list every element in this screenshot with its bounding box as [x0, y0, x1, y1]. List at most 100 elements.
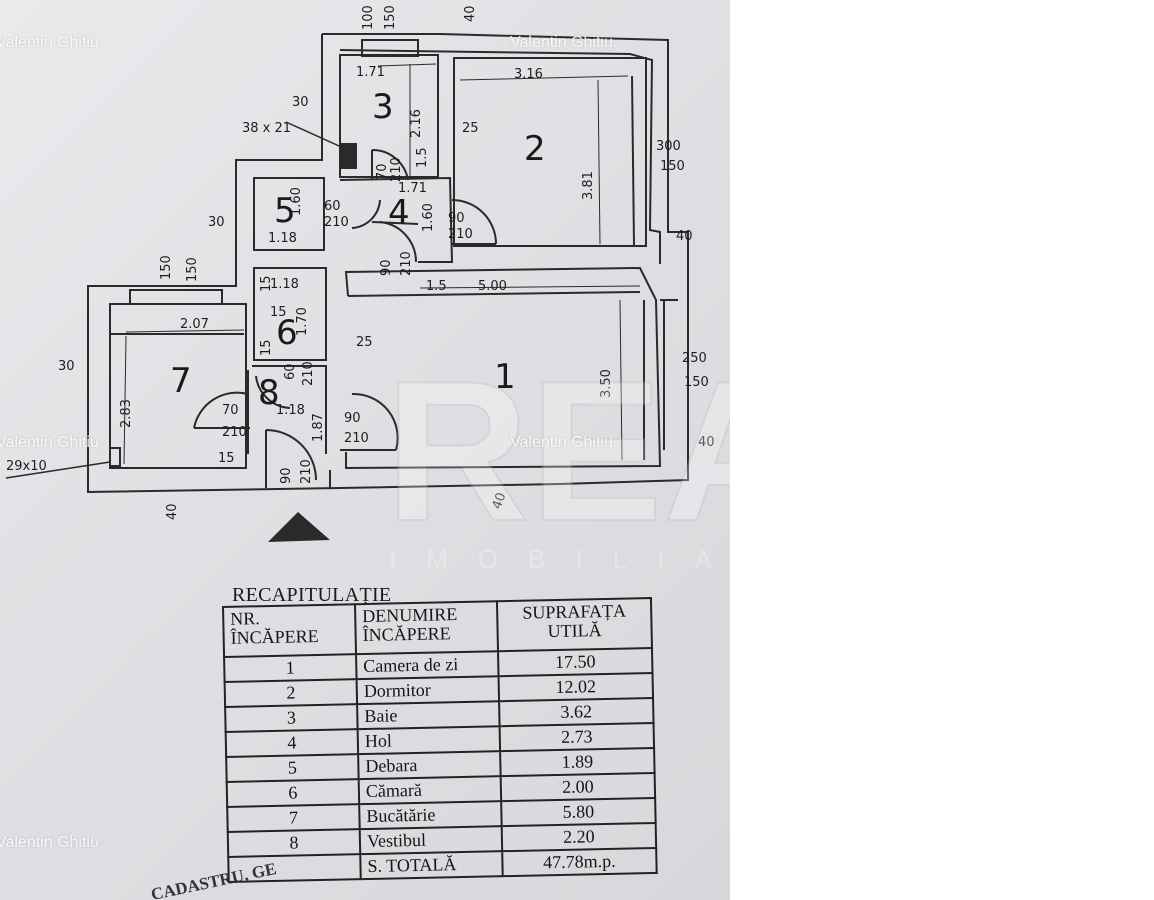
dim-label: 60	[283, 363, 298, 380]
dim-label: 210	[399, 251, 414, 276]
dim-label: 150	[383, 5, 398, 30]
dim-label: 1.71	[398, 181, 427, 196]
cell-room-number: 4	[225, 729, 359, 757]
dim-label: 38 x 21	[242, 121, 291, 136]
cell-area: 2.00	[500, 772, 656, 802]
dim-label: 30	[292, 95, 309, 110]
cell-room-name: Vestibul	[359, 826, 503, 855]
dim-label: 210	[222, 425, 247, 440]
dim-label: 1.5	[415, 147, 430, 168]
floor-plan-drawing: 3 2 4 5 6 7 8 1 100 150 40 1.71 3.16 30 …	[5, 5, 715, 542]
dim-label: 25	[462, 121, 479, 136]
dim-label: 1.60	[289, 187, 304, 216]
watermark-text: Valentin Ghitiu	[0, 834, 99, 851]
dim-label: 15	[270, 305, 287, 320]
dim-label: 5.00	[478, 279, 507, 294]
dim-label: 1.18	[270, 277, 299, 292]
cell-area: 2.20	[501, 822, 657, 852]
dim-label: 25	[356, 335, 373, 350]
dim-label: 1.5	[426, 279, 447, 294]
dim-label: 90	[279, 467, 294, 484]
cell-room-number: 3	[225, 704, 358, 732]
dim-label: 1.18	[276, 403, 305, 418]
dim-label: 40	[676, 229, 693, 244]
dim-label: 60	[324, 199, 341, 214]
dim-label: 100	[361, 5, 376, 30]
north-arrow-icon	[268, 512, 330, 542]
room-number-2: 2	[524, 129, 546, 169]
room-number-1: 1	[494, 357, 516, 397]
dim-label: 29x10	[6, 459, 47, 474]
dim-label: 210	[299, 459, 314, 484]
dim-label: 30	[58, 359, 75, 374]
dim-label: 1.87	[311, 413, 326, 442]
cell-total-label: S. TOTALĂ	[360, 851, 503, 880]
dim-label: 210	[324, 215, 349, 230]
dim-label: 2.07	[180, 317, 209, 332]
dim-label: 2.16	[409, 109, 424, 138]
room-number-8: 8	[258, 373, 280, 413]
cell-area: 3.62	[499, 697, 654, 727]
room-number-5: 5	[274, 191, 296, 231]
dim-label: 3.50	[599, 369, 614, 398]
dim-label: 3.16	[514, 67, 543, 82]
dim-label: 210	[389, 157, 404, 182]
room-number-4: 4	[388, 193, 410, 233]
dim-label: 40	[490, 491, 510, 512]
cell-area: 1.89	[500, 747, 655, 777]
cell-room-name: Baie	[357, 701, 500, 730]
dim-label: 150	[159, 255, 174, 280]
cell-room-name: Bucătărie	[359, 801, 502, 830]
cell-room-number: 1	[224, 654, 357, 682]
dim-label: 90	[379, 259, 394, 276]
cell-room-number: 7	[227, 804, 360, 832]
dim-label: 30	[208, 215, 225, 230]
recap-table: NR. ÎNCĂPERE DENUMIRE ÎNCĂPERE SUPRAFAȚA…	[222, 597, 658, 883]
dim-label: 150	[185, 257, 200, 282]
dim-label: 90	[344, 411, 361, 426]
dim-label: 1.70	[295, 307, 310, 336]
header-room-name: DENUMIRE ÎNCĂPERE	[354, 601, 499, 655]
dim-label: 1.18	[268, 231, 297, 246]
watermark-text: Valentin Ghitiu	[0, 34, 99, 51]
dim-label: 40	[698, 435, 715, 450]
dim-label: 3.81	[581, 171, 596, 200]
cell-area: 17.50	[498, 648, 653, 677]
floor-plan-document: 3 2 4 5 6 7 8 1 100 150 40 1.71 3.16 30 …	[0, 0, 730, 900]
dim-label: 250	[682, 351, 707, 366]
dim-label: 1.60	[421, 203, 436, 232]
logo-brand-subtext: IMOBILIARE	[389, 544, 730, 574]
dim-label: 210	[448, 227, 473, 242]
room-number-7: 7	[170, 361, 192, 401]
dim-label: 40	[463, 5, 478, 22]
rea-imobiliare-logo: REA IMOBILIARE	[385, 350, 730, 574]
dim-label: 1.71	[356, 65, 385, 80]
cell-area: 5.80	[501, 797, 656, 827]
dim-label: 40	[165, 503, 180, 520]
dim-label: 2.83	[119, 399, 134, 428]
cell-room-number: 6	[226, 779, 360, 807]
room-number-3: 3	[372, 87, 394, 127]
cell-total-value: 47.78m.p.	[502, 847, 657, 877]
dim-label: 70	[375, 163, 390, 180]
recap-title: RECAPITULAȚIE	[232, 584, 392, 606]
cell-room-name: Debara	[358, 751, 501, 780]
cell-room-number: 5	[226, 754, 359, 782]
watermark-text: Valentin Ghitiu	[0, 434, 99, 451]
cell-room-name: Hol	[357, 726, 501, 755]
cell-room-number: 2	[224, 679, 358, 707]
dim-label: 70	[222, 403, 239, 418]
dim-label: 90	[448, 211, 465, 226]
cell-room-name: Camera de zi	[356, 651, 499, 680]
watermark-text: Valentin Ghitiu	[510, 34, 613, 51]
dim-label: 150	[660, 159, 685, 174]
dim-label: 15	[218, 451, 235, 466]
cell-area: 12.02	[498, 672, 654, 702]
header-room-number: NR. ÎNCĂPERE	[223, 604, 357, 657]
logo-brand-text: REA	[385, 350, 730, 563]
dim-label: 150	[684, 375, 709, 390]
dim-label: 15	[259, 275, 274, 292]
cell-area: 2.73	[499, 722, 655, 752]
dim-label: 210	[301, 361, 316, 386]
dim-label: 15	[259, 339, 274, 356]
